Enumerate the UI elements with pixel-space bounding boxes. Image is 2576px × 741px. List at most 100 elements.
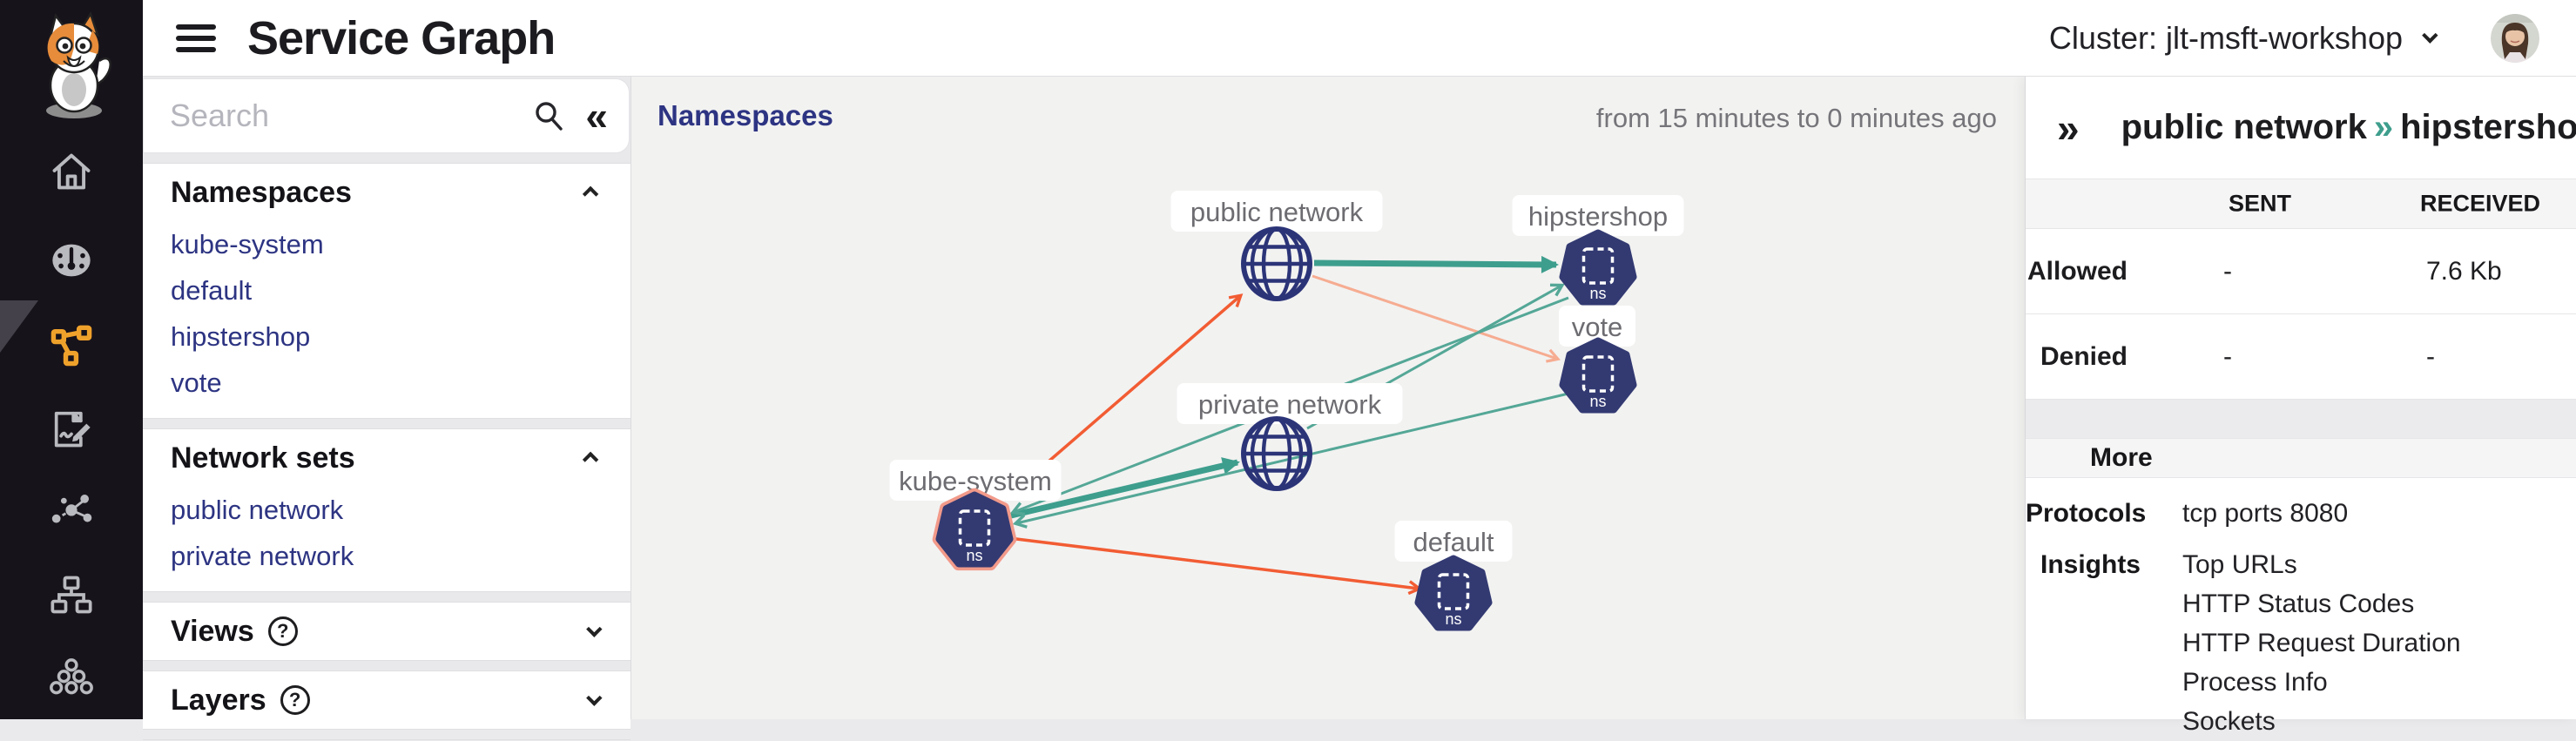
section-header-network-sets[interactable]: Network sets [143,429,631,487]
canvas-view-label[interactable]: Namespaces [657,99,833,131]
home-icon [52,153,91,190]
svg-text:ns: ns [1445,610,1461,628]
section-layers: Layers? [143,670,631,730]
cluster-selector-label: Cluster: jlt-msft-workshop [2048,19,2403,56]
stats-row-allowed: Allowed - 7.6 Kb [2026,229,2576,314]
service-graph[interactable]: public network hipstershop vote private … [631,77,2026,719]
svg-text:private network: private network [1198,389,1382,420]
reports-icon [54,411,91,448]
hamburger-menu-icon[interactable] [176,18,216,58]
detail-value-http-status-codes[interactable]: HTTP Status Codes [2182,589,2415,618]
graph-canvas[interactable]: Namespaces from 15 minutes to 0 minutes … [631,77,2025,719]
section-item-default[interactable]: default [171,274,253,306]
sidebar-active-notch [0,300,38,353]
graph-node-hipstershop[interactable]: ns [1559,229,1637,306]
graph-node-label-hipstershop: hipstershop [1512,195,1684,236]
svg-text:ns: ns [1589,393,1606,410]
section-label: Layers [171,683,266,717]
breadcrumb: public network»hipstershop [2121,108,2576,147]
detail-value-sockets[interactable]: Sockets [2182,707,2276,736]
row-sent-value: - [2223,256,2232,286]
section-item-vote[interactable]: vote [171,367,222,398]
cat-logo [46,11,111,118]
column-header-sent: SENT [2229,190,2292,217]
section-item-kube-system[interactable]: kube-system [171,228,324,259]
section-views: Views? [143,602,631,661]
section-item-private-network[interactable]: private network [171,540,354,571]
section-item-hipstershop[interactable]: hipstershop [171,320,311,352]
chevron-down-icon [586,689,603,706]
empty-card [143,739,631,740]
help-icon[interactable]: ? [267,616,298,646]
collapse-panel-left-icon[interactable]: « [585,93,608,138]
graph-edge-7[interactable] [1012,392,1569,529]
panel-gap [2026,400,2576,438]
graph-node-default[interactable]: ns [1414,555,1493,631]
detail-panel-header: » public network»hipstershop [2026,77,2576,179]
row-label: Allowed [2026,256,2128,286]
collapse-panel-right-icon[interactable]: » [2057,104,2080,151]
chevron-down-icon [586,620,603,637]
detail-panel: » public network»hipstershop SENT RECEIV… [2025,77,2576,736]
chevron-up-icon [582,185,599,202]
graph-edge-1[interactable] [1312,274,1561,363]
graph-edge-3[interactable] [1010,457,1240,519]
topology-icon [51,576,92,614]
sidebar-item-workloads[interactable] [0,655,143,704]
graph-edge-0[interactable] [1313,255,1559,273]
workloads-cluster-icon [50,658,93,695]
section-network-sets: Network sets public network private networ… [143,428,631,592]
graph-node-kube-system[interactable]: ns [932,488,1017,571]
search-box: « [143,78,630,153]
detail-label: Protocols [2026,499,2147,528]
user-avatar[interactable] [2491,13,2539,63]
section-header-views[interactable]: Views? [143,603,631,660]
detail-value-http-request-duration[interactable]: HTTP Request Duration [2182,629,2461,657]
chevron-down-icon [2422,27,2438,44]
section-label: Views [171,614,254,648]
sidebar-item-service-graph[interactable] [0,322,143,371]
time-range-label: from 15 minutes to 0 minutes ago [1595,103,1997,133]
section-label: Network sets [171,441,355,475]
section-header-namespaces[interactable]: Namespaces [143,164,631,221]
search-icon[interactable] [531,98,566,133]
section-item-public-network[interactable]: public network [171,494,344,525]
more-section-header[interactable]: More [2026,438,2576,478]
detail-block-protocols: Protocols tcp ports 8080 [2026,494,2576,533]
section-namespaces: Namespaces kube-system default hipstershop v… [143,163,631,419]
detail-label: Insights [2040,550,2141,579]
service-graph-icon [51,325,92,367]
sidebar-item-network[interactable] [0,487,143,536]
search-input[interactable] [170,98,532,134]
svg-text:public network: public network [1190,197,1364,227]
graph-node-vote[interactable]: ns [1559,337,1637,414]
svg-text:default: default [1413,527,1494,557]
help-icon[interactable]: ? [280,685,310,715]
detail-value-top-urls[interactable]: Top URLs [2182,550,2297,579]
network-molecule-icon [51,495,92,523]
cluster-selector[interactable]: Cluster: jlt-msft-workshop [2048,19,2438,57]
row-label: Denied [2040,341,2128,371]
detail-value-tcp-ports-8080[interactable]: tcp ports 8080 [2182,499,2349,528]
detail-value-process-info[interactable]: Process Info [2182,668,2328,697]
breadcrumb-target[interactable]: hipstershop [2400,108,2576,146]
row-received-value: 7.6 Kb [2426,256,2502,286]
svg-text:hipstershop: hipstershop [1528,201,1668,232]
sidebar-item-reports[interactable] [0,404,143,453]
sidebar-item-dashboard[interactable] [0,236,143,285]
breadcrumb-source[interactable]: public network [2121,108,2367,146]
graph-node-label-private-network: private network [1177,383,1403,424]
breadcrumb-arrow-icon: » [2373,108,2394,146]
graph-node-label-default: default [1394,521,1513,562]
sidebar-item-home[interactable] [0,147,143,196]
chevron-up-icon [582,451,599,468]
section-header-layers[interactable]: Layers? [143,671,631,729]
sidebar-item-topology[interactable] [0,570,143,619]
graph-node-public-network[interactable] [1241,226,1312,301]
filter-panel: « Namespaces kube-system default hipstersho… [143,77,631,740]
graph-edge-4[interactable] [1008,536,1423,596]
sidebar [0,0,143,719]
graph-node-private-network[interactable] [1241,416,1312,491]
